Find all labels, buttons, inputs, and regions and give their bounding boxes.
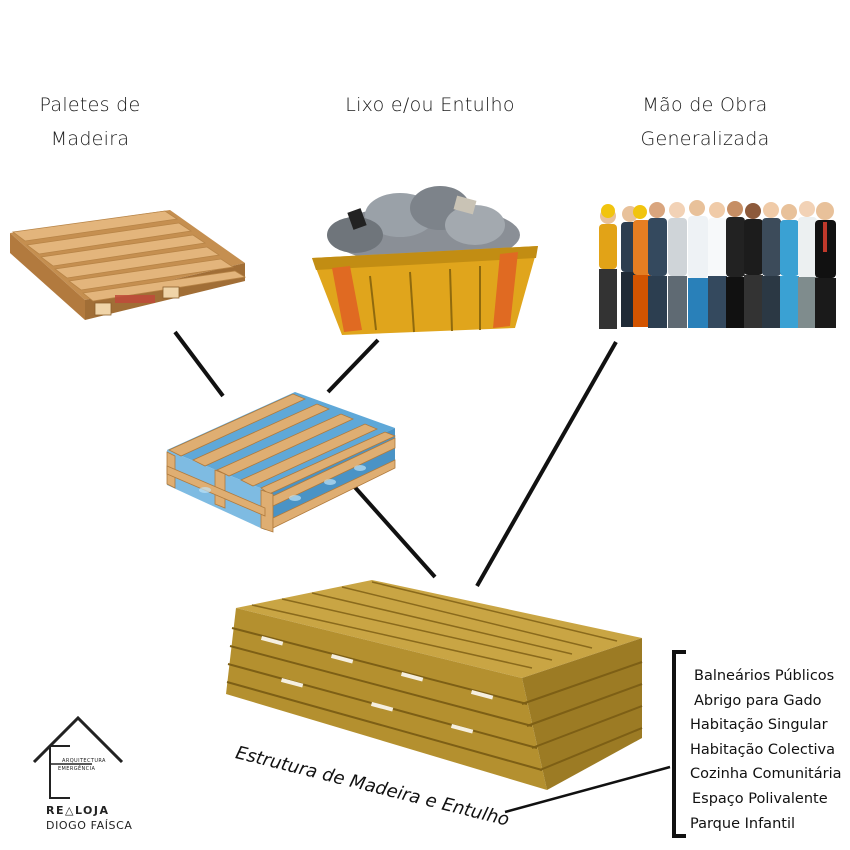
pallets-label: Paletes de Madeira — [39, 94, 141, 150]
connector-structure-to-uses — [504, 765, 671, 814]
logo-brand: RE△LOJA — [46, 804, 110, 817]
waste-skip-image — [310, 180, 542, 338]
wood-rubble-structure-image — [222, 578, 650, 800]
connector-pallets-to-filled — [173, 330, 225, 398]
list-item: Abrigo para Gado — [694, 692, 822, 709]
connector-waste-to-filled — [326, 338, 380, 394]
connector-labour-to-structure — [475, 341, 618, 587]
waste-label: Lixo e/ou Entulho — [345, 94, 515, 116]
workers-group-image — [585, 196, 847, 338]
connector-filled-to-structure — [350, 482, 437, 579]
bottle-filled-pallet-image — [165, 390, 397, 535]
uses-bracket — [672, 650, 686, 838]
logo-line1: ARQUITECTURA — [62, 758, 106, 764]
list-item: Parque Infantil — [690, 815, 795, 832]
wood-pallet-image — [5, 205, 250, 325]
list-item: Espaço Polivalente — [692, 790, 828, 807]
labour-label: Mão de Obra Generalizada — [640, 94, 770, 150]
logo-author: DIOGO FAÍSCA — [46, 819, 133, 832]
list-item: Cozinha Comunitária — [690, 766, 842, 783]
house-logo-icon — [32, 715, 124, 799]
uses-list: Balneários Públicos Abrigo para Gado Hab… — [690, 664, 850, 836]
logo-line2: EMERGÊNCIA — [58, 766, 96, 772]
list-item: Habitação Singular — [690, 717, 828, 734]
list-item: Habitação Colectiva — [690, 741, 836, 758]
list-item: Balneários Públicos — [694, 668, 835, 684]
